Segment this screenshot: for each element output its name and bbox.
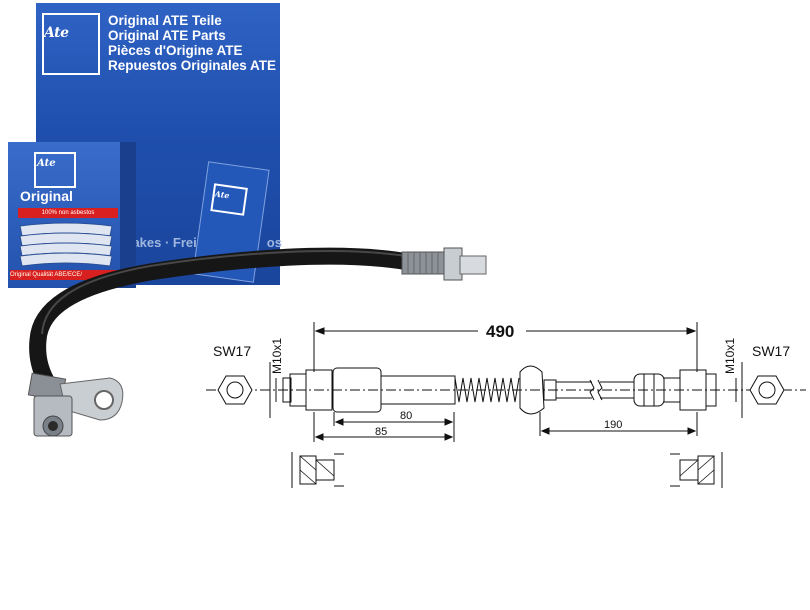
dimension-80: 80 bbox=[400, 410, 413, 422]
ate-logo-frame bbox=[42, 13, 100, 75]
pad-box-title: Original bbox=[20, 188, 73, 204]
thread-size-left: M10x1 bbox=[270, 337, 284, 374]
box-line-es: Repuestos Originales ATE bbox=[108, 58, 277, 73]
brakes-label: Brakes · Frei bbox=[118, 235, 197, 250]
right-fitting bbox=[401, 247, 487, 281]
brake-pad-box: Ate Original 100% non asbestos Original … bbox=[8, 142, 136, 288]
left-section-detail bbox=[291, 452, 344, 488]
brakes-label-tail: os bbox=[266, 235, 282, 250]
wrench-size-left: SW17 bbox=[213, 343, 252, 359]
quality-strip: Original Qualität ABE/ECE/ bbox=[10, 270, 118, 280]
right-section-detail bbox=[670, 452, 723, 488]
dimension-190: 190 bbox=[604, 419, 623, 431]
box-line-en: Original ATE Parts bbox=[108, 28, 226, 43]
ate-logo: Ate bbox=[44, 25, 69, 41]
dimension-85: 85 bbox=[375, 426, 388, 438]
asbestos-badge: 100% non asbestos bbox=[18, 208, 118, 218]
left-banjo-fitting bbox=[27, 372, 124, 437]
wrench-size-right: SW17 bbox=[752, 343, 791, 359]
box-line-de: Original ATE Teile bbox=[108, 13, 222, 28]
brake-pad-illustration bbox=[19, 222, 113, 267]
rubber-hose bbox=[29, 247, 417, 393]
box-bottom-text: Brakes · Frei os bbox=[118, 235, 282, 250]
thread-size-right: M10x1 bbox=[723, 337, 737, 374]
pad-logo: Ate bbox=[37, 158, 56, 169]
pad-logo-frame bbox=[34, 152, 76, 188]
total-length-label: 490 bbox=[486, 322, 515, 341]
pad-box-side bbox=[120, 142, 136, 288]
box-line-fr: Pièces d'Origine ATE bbox=[108, 43, 243, 58]
box-title-lines: Original ATE Teile Original ATE Parts Pi… bbox=[108, 13, 276, 73]
